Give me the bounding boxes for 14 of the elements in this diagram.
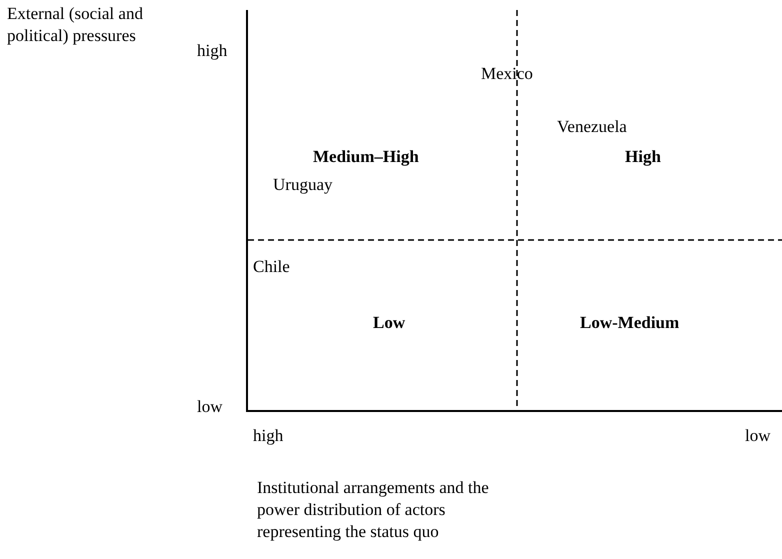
axis-tick-label: high <box>197 40 228 62</box>
quadrant-label: Low <box>373 312 406 334</box>
axis-title: Institutional arrangements and the power distribution of actors representing the status quo <box>257 477 490 543</box>
country-label: Uruguay <box>273 174 332 196</box>
country-label: Chile <box>253 256 290 278</box>
axis-tick-label: low <box>197 396 222 418</box>
quadrant-label: High <box>625 146 661 168</box>
country-label: Venezuela <box>557 116 627 138</box>
quadrant-label: Low-Medium <box>580 312 680 334</box>
axis-title: External (social and political) pressures <box>7 3 144 47</box>
axis-tick-label: low <box>745 425 770 447</box>
quadrant-label: Medium–High <box>313 146 419 168</box>
axis-tick-label: high <box>253 425 284 447</box>
country-label: Mexico <box>481 63 533 85</box>
